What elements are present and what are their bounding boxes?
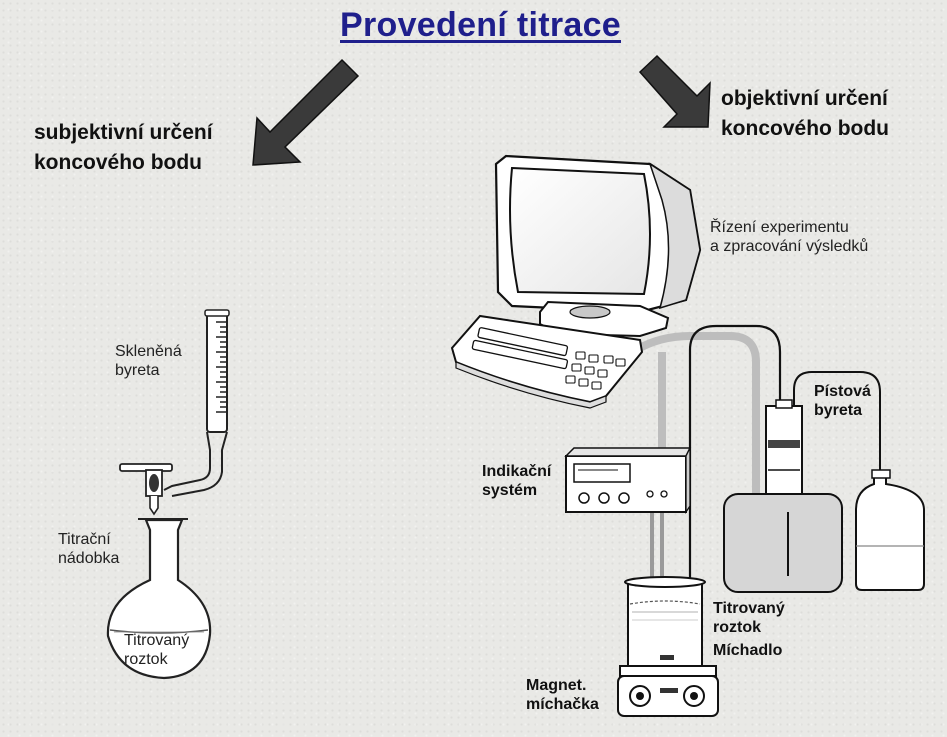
burette-label-line2: byreta bbox=[115, 362, 160, 379]
piston-burette-label: Pístová byreta bbox=[814, 382, 871, 420]
right-solution-label-line2: roztok bbox=[713, 619, 761, 636]
piston-burette-label-line1: Pístová bbox=[814, 383, 871, 400]
indication-label: Indikační systém bbox=[482, 462, 551, 500]
vessel-label: Titrační nádobka bbox=[58, 530, 119, 568]
objective-heading-line2: koncového bodu bbox=[721, 117, 889, 140]
objective-heading: objektivní určení koncového bodu bbox=[721, 84, 889, 144]
stirrer-label-line1: Magnet. bbox=[526, 677, 587, 694]
subjective-heading-line1: subjektivní určení bbox=[34, 121, 213, 144]
indication-system bbox=[564, 447, 692, 515]
left-solution-label-line1: Titrovaný bbox=[124, 632, 190, 649]
computer-label-line2: a zpracování výsledků bbox=[710, 238, 869, 255]
magnetic-stirrer bbox=[617, 665, 719, 717]
arrow-right-icon bbox=[638, 54, 711, 128]
titration-beaker bbox=[624, 576, 706, 667]
piston-burette bbox=[723, 399, 843, 593]
burette-label-line1: Skleněná bbox=[115, 343, 182, 360]
computer-icon bbox=[450, 154, 702, 409]
page-title: Provedení titrace bbox=[340, 6, 621, 44]
stirrer-bar-label: Míchadlo bbox=[713, 642, 783, 659]
right-solution-label: Titrovaný roztok bbox=[713, 599, 785, 637]
titration-flask bbox=[106, 518, 212, 680]
objective-heading-line1: objektivní určení bbox=[721, 87, 888, 110]
stirrer-label: Magnet. míchačka bbox=[526, 676, 599, 714]
vessel-label-line2: nádobka bbox=[58, 550, 120, 567]
piston-burette-label-line2: byreta bbox=[814, 402, 863, 419]
subjective-heading: subjektivní určení koncového bodu bbox=[34, 118, 213, 178]
right-solution-label-line1: Titrovaný bbox=[713, 600, 785, 617]
arrow-left-icon bbox=[252, 58, 360, 166]
indication-label-line1: Indikační bbox=[482, 463, 552, 480]
vessel-label-line1: Titrační bbox=[58, 531, 111, 548]
reagent-bottle bbox=[855, 469, 925, 591]
left-solution-label-line2: roztok bbox=[124, 651, 168, 668]
subjective-heading-line2: koncového bodu bbox=[34, 151, 202, 174]
stirrer-label-line2: míchačka bbox=[526, 696, 599, 713]
computer-label-line1: Řízení experimentu bbox=[710, 219, 849, 236]
computer-label: Řízení experimentu a zpracování výsledků bbox=[710, 218, 868, 256]
left-solution-label: Titrovaný roztok bbox=[124, 631, 189, 669]
glass-burette bbox=[119, 309, 230, 516]
burette-label: Skleněná byreta bbox=[115, 342, 182, 380]
indication-label-line2: systém bbox=[482, 482, 538, 499]
